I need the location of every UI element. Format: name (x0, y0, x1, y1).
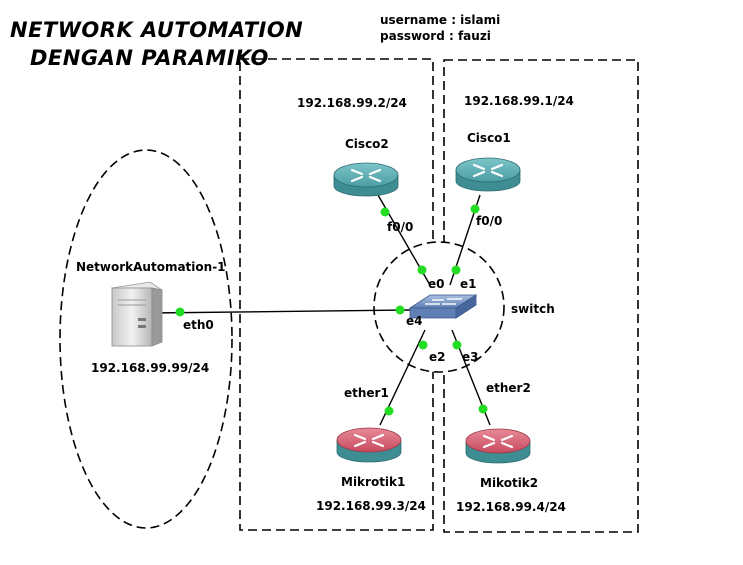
link-dot-e1 (451, 265, 461, 275)
mikrotik2-ip-label: 192.168.99.4/24 (456, 500, 566, 514)
mikrotik2-name-label: Mikotik2 (480, 476, 538, 490)
link-status-dots (175, 204, 488, 416)
link-automation-switch (149, 309, 411, 314)
link-dot-ether1 (384, 406, 394, 416)
automation-name-label: NetworkAutomation-1 (76, 260, 226, 274)
group-ellipse-automation (59, 149, 233, 529)
router-icon-cisco1[interactable] (455, 157, 521, 192)
cisco1-name-label: Cisco1 (467, 131, 511, 145)
link-dot-e4 (395, 305, 405, 315)
link-dot-eth0 (175, 307, 185, 317)
link-dot-e0 (417, 265, 427, 275)
link-dot-e3 (452, 340, 462, 350)
mikrotik2-iface-label: ether2 (486, 381, 531, 395)
mikrotik1-name-label: Mikrotik1 (341, 475, 405, 489)
password-label: password : fauzi (380, 29, 491, 43)
username-label: username : islami (380, 13, 501, 27)
switch-port-e2: e2 (429, 350, 446, 364)
switch-port-e3: e3 (462, 350, 479, 364)
cisco2-ip-label: 192.168.99.2/24 (297, 96, 407, 110)
switch-name-label: switch (511, 302, 555, 316)
switch-port-e0: e0 (428, 277, 445, 291)
cisco1-ip-label: 192.168.99.1/24 (464, 94, 574, 108)
router-icon-mikrotik1[interactable] (336, 427, 402, 463)
automation-ip-label: 192.168.99.99/24 (91, 361, 209, 375)
router-icon-mikrotik2[interactable] (465, 428, 531, 464)
switch-port-e1: e1 (460, 277, 477, 291)
mikrotik1-iface-label: ether1 (344, 386, 389, 400)
switch-icon[interactable] (408, 294, 478, 319)
link-dot-cisco1-f00 (470, 204, 480, 214)
diagram-title-line2: DENGAN PARAMIKO (30, 46, 269, 70)
cisco1-iface-label: f0/0 (476, 214, 502, 228)
switch-port-e4: e4 (406, 314, 423, 328)
automation-iface-label: eth0 (183, 318, 214, 332)
server-icon[interactable] (110, 281, 164, 347)
cisco2-iface-label: f0/0 (387, 220, 413, 234)
diagram-title-line1: NETWORK AUTOMATION (10, 18, 304, 42)
cisco2-name-label: Cisco2 (345, 137, 389, 151)
router-icon-cisco2[interactable] (333, 162, 399, 197)
link-dot-ether2 (478, 404, 488, 414)
link-dot-e2 (418, 340, 428, 350)
mikrotik1-ip-label: 192.168.99.3/24 (316, 499, 426, 513)
link-dot-cisco2-f00 (380, 207, 390, 217)
